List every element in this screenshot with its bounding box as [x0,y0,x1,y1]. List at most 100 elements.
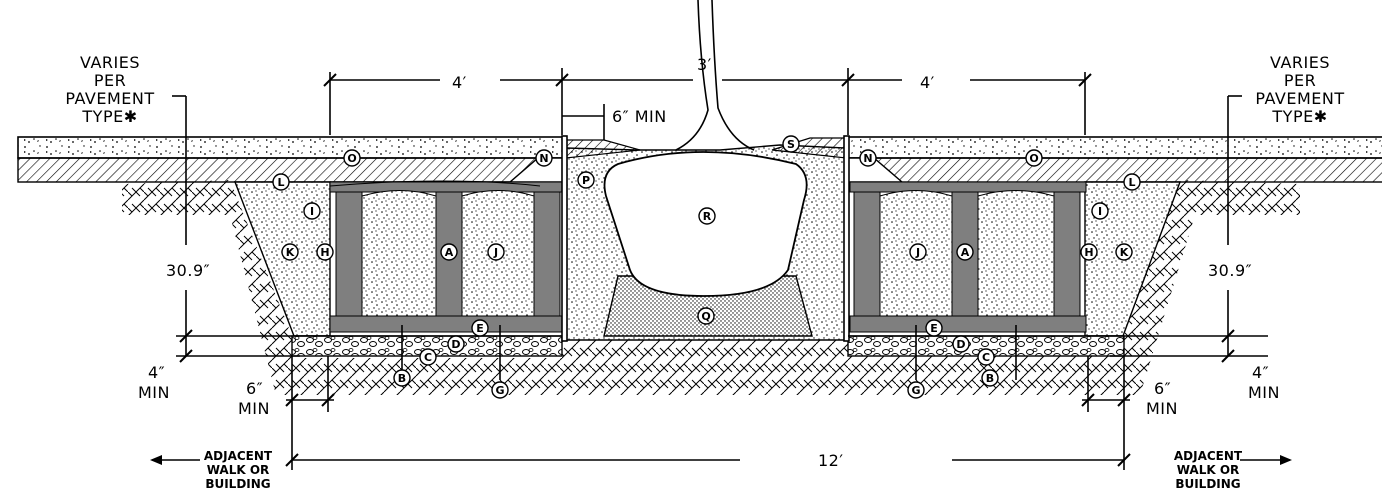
curb-left [561,135,568,342]
callout-l-right [1123,173,1141,191]
dimension-lines [152,68,1290,470]
svg-text:VARIES: VARIES [1270,53,1330,72]
dim-top-center: 3′ [697,55,712,74]
callout-d-right [952,335,970,353]
callout-j-left [487,243,505,261]
callout-j-right [909,243,927,261]
pavement-base-left [17,157,565,183]
dim-six-left-a: 6″ [246,379,263,398]
svg-text:K: K [1120,246,1129,259]
note-left-varies: VARIES PER PAVEMENT TYPE✱ [65,53,154,126]
callout-h-right [1080,243,1098,261]
callout-e-left [471,319,489,337]
svg-text:S: S [787,138,795,151]
dim-depth-left: 30.9″ [166,261,210,280]
dim-top-left: 4′ [452,73,467,92]
callout-g-left [491,381,509,399]
dim-six-right-b: MIN [1146,399,1178,418]
callout-p [577,171,595,189]
svg-text:Q: Q [701,310,710,323]
svg-text:PAVEMENT: PAVEMENT [1255,89,1344,108]
svg-text:H: H [1084,246,1093,259]
arrow-right [1280,455,1292,465]
svg-text:G: G [495,384,504,397]
tree-trunk [675,0,755,151]
svg-text:A: A [445,246,454,259]
callout-q [697,307,715,325]
svg-text:D: D [956,338,965,351]
curb-right [843,135,850,342]
svg-text:J: J [915,246,920,259]
svg-text:R: R [703,210,712,223]
callout-b-left [393,369,411,387]
callout-i-right [1091,202,1109,220]
callout-e-right [925,319,943,337]
dimension-labels: 4′ 3′ 4′ 6″ MIN 30.9″ 30.9″ 4″ MIN 4″ MI… [138,55,1280,470]
callout-o-left [343,149,361,167]
pavement-base-right [847,157,1382,183]
svg-text:D: D [451,338,460,351]
callout-g-right [907,381,925,399]
svg-text:TYPE✱: TYPE✱ [1271,107,1327,126]
svg-text:P: P [582,174,590,187]
soil-cell-right [849,181,1087,333]
svg-text:WALK OR: WALK OR [207,463,270,477]
callout-d-left [447,335,465,353]
dim-four-left-a: 4″ [148,363,165,382]
dim-four-right-b: MIN [1248,383,1280,402]
dim-overall: 12′ [818,451,844,470]
svg-text:WALK OR: WALK OR [1177,463,1240,477]
pavement-slab-left [17,136,565,159]
svg-text:ADJACENT: ADJACENT [1174,449,1243,463]
dim-four-right-a: 4″ [1252,363,1269,382]
svg-text:I: I [310,205,314,218]
dim-six-right-a: 6″ [1154,379,1171,398]
svg-text:K: K [286,246,295,259]
svg-text:E: E [930,322,938,335]
dim-six-min-top: 6″ MIN [612,107,667,126]
callout-i-left [303,202,321,220]
dim-four-left-b: MIN [138,383,170,402]
svg-text:PER: PER [1284,71,1316,90]
arrow-left [150,455,162,465]
note-right-adjacent: ADJACENT WALK OR BUILDING [1174,449,1243,491]
callout-l-left [272,173,290,191]
svg-text:ADJACENT: ADJACENT [204,449,273,463]
svg-text:G: G [911,384,920,397]
callout-o-right [1025,149,1043,167]
callout-k-right [1115,243,1133,261]
svg-text:I: I [1098,205,1102,218]
callout-n-left [535,149,553,167]
svg-text:TYPE✱: TYPE✱ [81,107,137,126]
svg-text:L: L [277,176,284,189]
svg-text:B: B [986,372,994,385]
svg-text:N: N [539,152,548,165]
svg-text:A: A [961,246,970,259]
dim-depth-right: 30.9″ [1208,261,1252,280]
dimension-ticks [179,73,1235,467]
svg-text:E: E [476,322,484,335]
callout-letters: O N L P I K H A J E D C B G R Q S N O L … [277,138,1135,397]
svg-text:O: O [1029,152,1038,165]
svg-text:BUILDING: BUILDING [1175,477,1240,491]
dim-top-right: 4′ [920,73,935,92]
svg-text:PER: PER [94,71,126,90]
callout-a-right [956,243,974,261]
svg-text:B: B [398,372,406,385]
svg-text:N: N [863,152,872,165]
pavement-slab-right [847,136,1382,159]
callouts [272,135,1141,399]
callout-b-right [981,369,999,387]
soil-cell-left [329,180,563,333]
svg-text:VARIES: VARIES [80,53,140,72]
svg-text:C: C [982,351,990,364]
callout-h-left [316,243,334,261]
callout-k-left [281,243,299,261]
note-right-varies: VARIES PER PAVEMENT TYPE✱ [1255,53,1344,126]
svg-text:O: O [347,152,356,165]
dim-six-left-b: MIN [238,399,270,418]
svg-text:C: C [424,351,432,364]
svg-text:L: L [1128,176,1135,189]
